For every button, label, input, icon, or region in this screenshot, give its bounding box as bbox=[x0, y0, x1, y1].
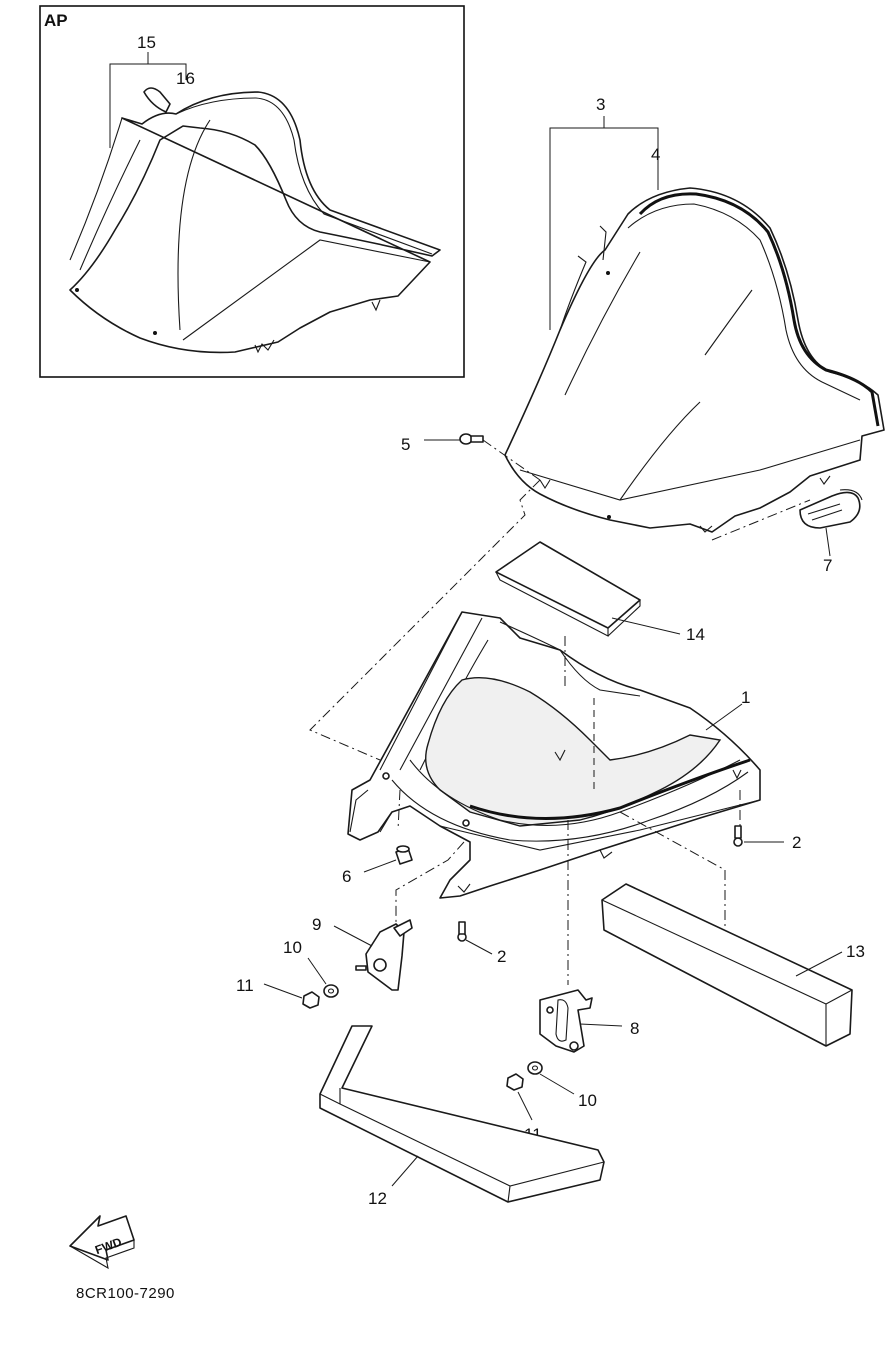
callout-3: 3 bbox=[596, 95, 605, 114]
callout-9: 9 bbox=[312, 915, 321, 934]
washer-part-10-left bbox=[307, 957, 339, 998]
inset-ap-box: AP 15 16 bbox=[39, 5, 465, 378]
callout-16: 16 bbox=[176, 69, 195, 88]
callout-2-bottom: 2 bbox=[497, 947, 506, 966]
screw-part-2-right bbox=[733, 825, 784, 847]
grommet-part-6 bbox=[363, 845, 413, 873]
screw-part-2-bottom bbox=[457, 921, 493, 955]
callout-4: 4 bbox=[651, 145, 660, 164]
bracket-part-8 bbox=[539, 989, 623, 1053]
inset-windscreen bbox=[69, 87, 441, 354]
windscreen-part-3 bbox=[504, 187, 885, 533]
inset-label: AP bbox=[44, 11, 68, 30]
drawing-code: 8CR100-7290 bbox=[76, 1285, 175, 1302]
nut-part-11-right bbox=[506, 1073, 533, 1121]
callout-14: 14 bbox=[686, 625, 705, 644]
callout-13: 13 bbox=[846, 942, 865, 961]
nut-part-11-left bbox=[263, 983, 320, 1009]
callout-1: 1 bbox=[741, 688, 750, 707]
clip-part-7 bbox=[711, 489, 863, 557]
washer-part-10-right bbox=[527, 1061, 575, 1095]
callout-8: 8 bbox=[630, 1019, 639, 1038]
callout-5: 5 bbox=[401, 435, 410, 454]
callout-10-right: 10 bbox=[578, 1091, 597, 1110]
callout-11-left: 11 bbox=[236, 976, 254, 995]
callout-15: 15 bbox=[137, 33, 156, 52]
screw-part-5 bbox=[424, 433, 541, 481]
foam-part-12 bbox=[319, 1025, 605, 1203]
callout-2-right: 2 bbox=[792, 833, 801, 852]
fwd-arrow-icon: FWD bbox=[69, 1215, 135, 1270]
foam-part-13 bbox=[601, 883, 853, 1047]
callout-10-left: 10 bbox=[283, 938, 302, 957]
cowling-part-1 bbox=[347, 611, 761, 899]
callout-7: 7 bbox=[823, 556, 832, 575]
callout-12: 12 bbox=[368, 1189, 387, 1208]
bracket-part-9 bbox=[333, 919, 413, 991]
pad-part-14 bbox=[495, 541, 681, 637]
callout-6: 6 bbox=[342, 867, 351, 886]
